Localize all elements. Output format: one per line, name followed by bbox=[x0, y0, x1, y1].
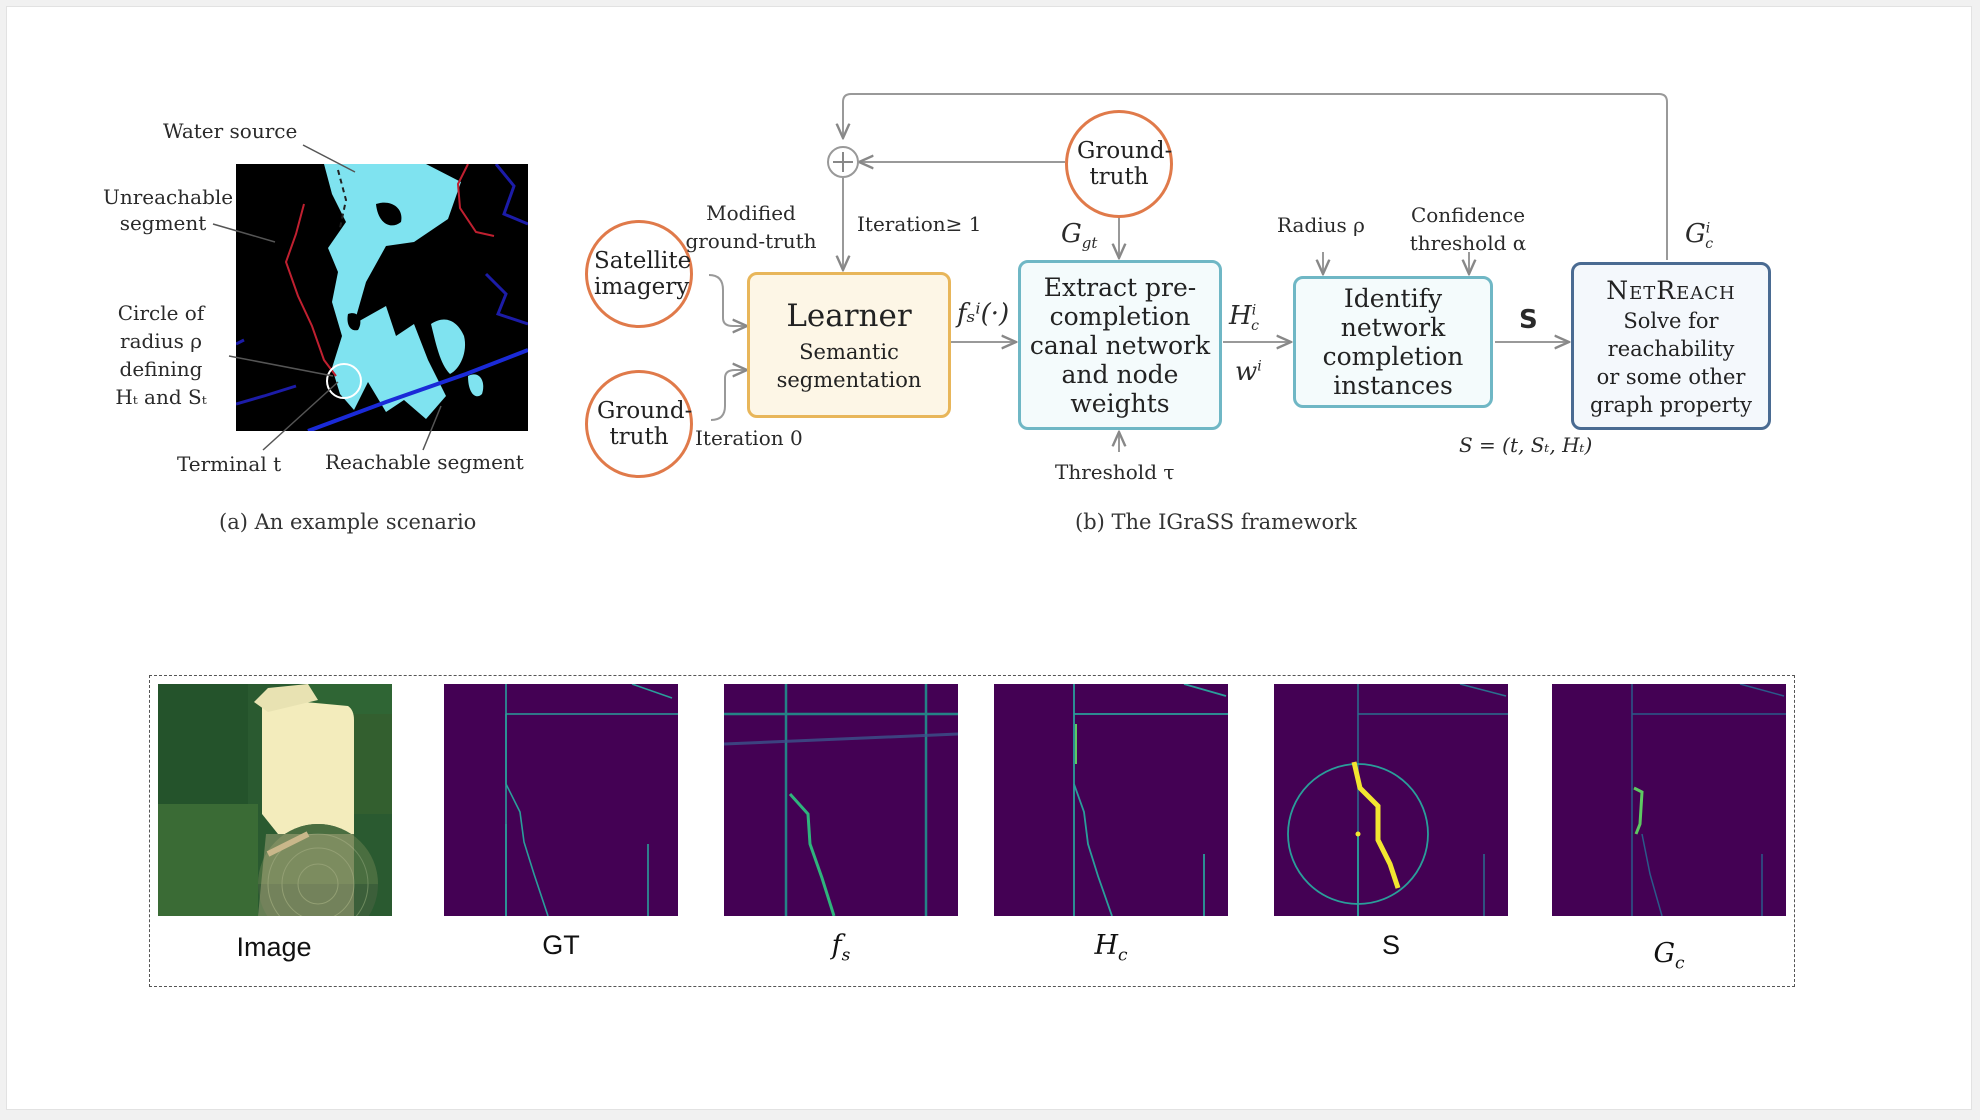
panel-label-hc: Hc bbox=[1094, 930, 1128, 966]
circle-radius-label: Circle of radius ρ defining Hₜ and Sₜ bbox=[115, 301, 207, 409]
ground-truth-node-bottom: Ground-truth bbox=[585, 370, 693, 478]
results-panels: Image GT bbox=[149, 675, 1795, 987]
s-definition-label: S = (t, Sₜ, Hₜ) bbox=[1459, 433, 1593, 457]
confidence-threshold-label: Confidence threshold α bbox=[1409, 203, 1527, 255]
panel-label-image: Image bbox=[236, 932, 312, 962]
ggt-label: Ggt bbox=[1061, 219, 1098, 253]
extract-box: Extract pre- completion canal network an… bbox=[1018, 260, 1222, 430]
radius-circle bbox=[326, 363, 362, 399]
learner-box: Learner Semantic segmentation bbox=[747, 272, 951, 418]
framework-figure: Water source Unreachable segment Circle … bbox=[93, 90, 1777, 546]
netreach-box: NetReach Solve for reachability or some … bbox=[1571, 262, 1771, 430]
fs-panel bbox=[724, 684, 958, 916]
panel-label-s: S bbox=[1381, 930, 1400, 960]
terminal-label: Terminal t bbox=[177, 452, 282, 476]
iteration0-label: Iteration 0 bbox=[695, 426, 803, 450]
annotation-lines bbox=[212, 144, 442, 451]
fs-label: fₛⁱ(·) bbox=[957, 299, 1010, 329]
iteration-ge1-label: Iteration≥ 1 bbox=[857, 212, 982, 236]
learner-sub-2: segmentation bbox=[776, 368, 922, 392]
satellite-imagery-node: Satellite imagery bbox=[585, 220, 693, 328]
s-panel bbox=[1274, 684, 1508, 916]
example-scenario-map bbox=[236, 164, 528, 431]
identify-box: Identify network completion instances bbox=[1293, 276, 1493, 408]
satellite-image-panel bbox=[158, 684, 392, 916]
ground-truth-node-top: Ground-truth bbox=[1065, 110, 1173, 218]
w-label: wi bbox=[1235, 357, 1262, 387]
panel-label-gc: Gc bbox=[1653, 938, 1685, 974]
modified-ground-truth-label: Modified ground-truth bbox=[685, 201, 817, 253]
flow-arrows bbox=[708, 93, 1668, 452]
reachable-segment-label: Reachable segment bbox=[325, 450, 524, 474]
hc-panel bbox=[994, 684, 1228, 916]
learner-sub-1: Semantic bbox=[799, 340, 899, 364]
gt-panel bbox=[444, 684, 678, 916]
panel-label-fs: fs bbox=[831, 930, 851, 966]
learner-title: Learner bbox=[786, 298, 912, 334]
caption-a: (a) An example scenario bbox=[219, 510, 477, 534]
unreachable-segment-label: Unreachable segment bbox=[103, 185, 234, 235]
hc-label: Hic bbox=[1229, 301, 1260, 335]
caption-b: (b) The IGraSS framework bbox=[1075, 510, 1357, 534]
gc-panel bbox=[1552, 684, 1786, 916]
selected-segment bbox=[1351, 761, 1401, 889]
water-body bbox=[324, 164, 461, 419]
threshold-label: Threshold τ bbox=[1055, 460, 1175, 484]
water-source-label: Water source bbox=[163, 119, 298, 143]
radius-label: Radius ρ bbox=[1277, 213, 1365, 237]
completed-segment bbox=[1633, 786, 1644, 835]
gc-label: Gic bbox=[1685, 219, 1714, 253]
panel-label-gt: GT bbox=[542, 930, 580, 960]
slide: Water source Unreachable segment Circle … bbox=[6, 6, 1972, 1110]
s-bold-label: S bbox=[1519, 305, 1538, 335]
